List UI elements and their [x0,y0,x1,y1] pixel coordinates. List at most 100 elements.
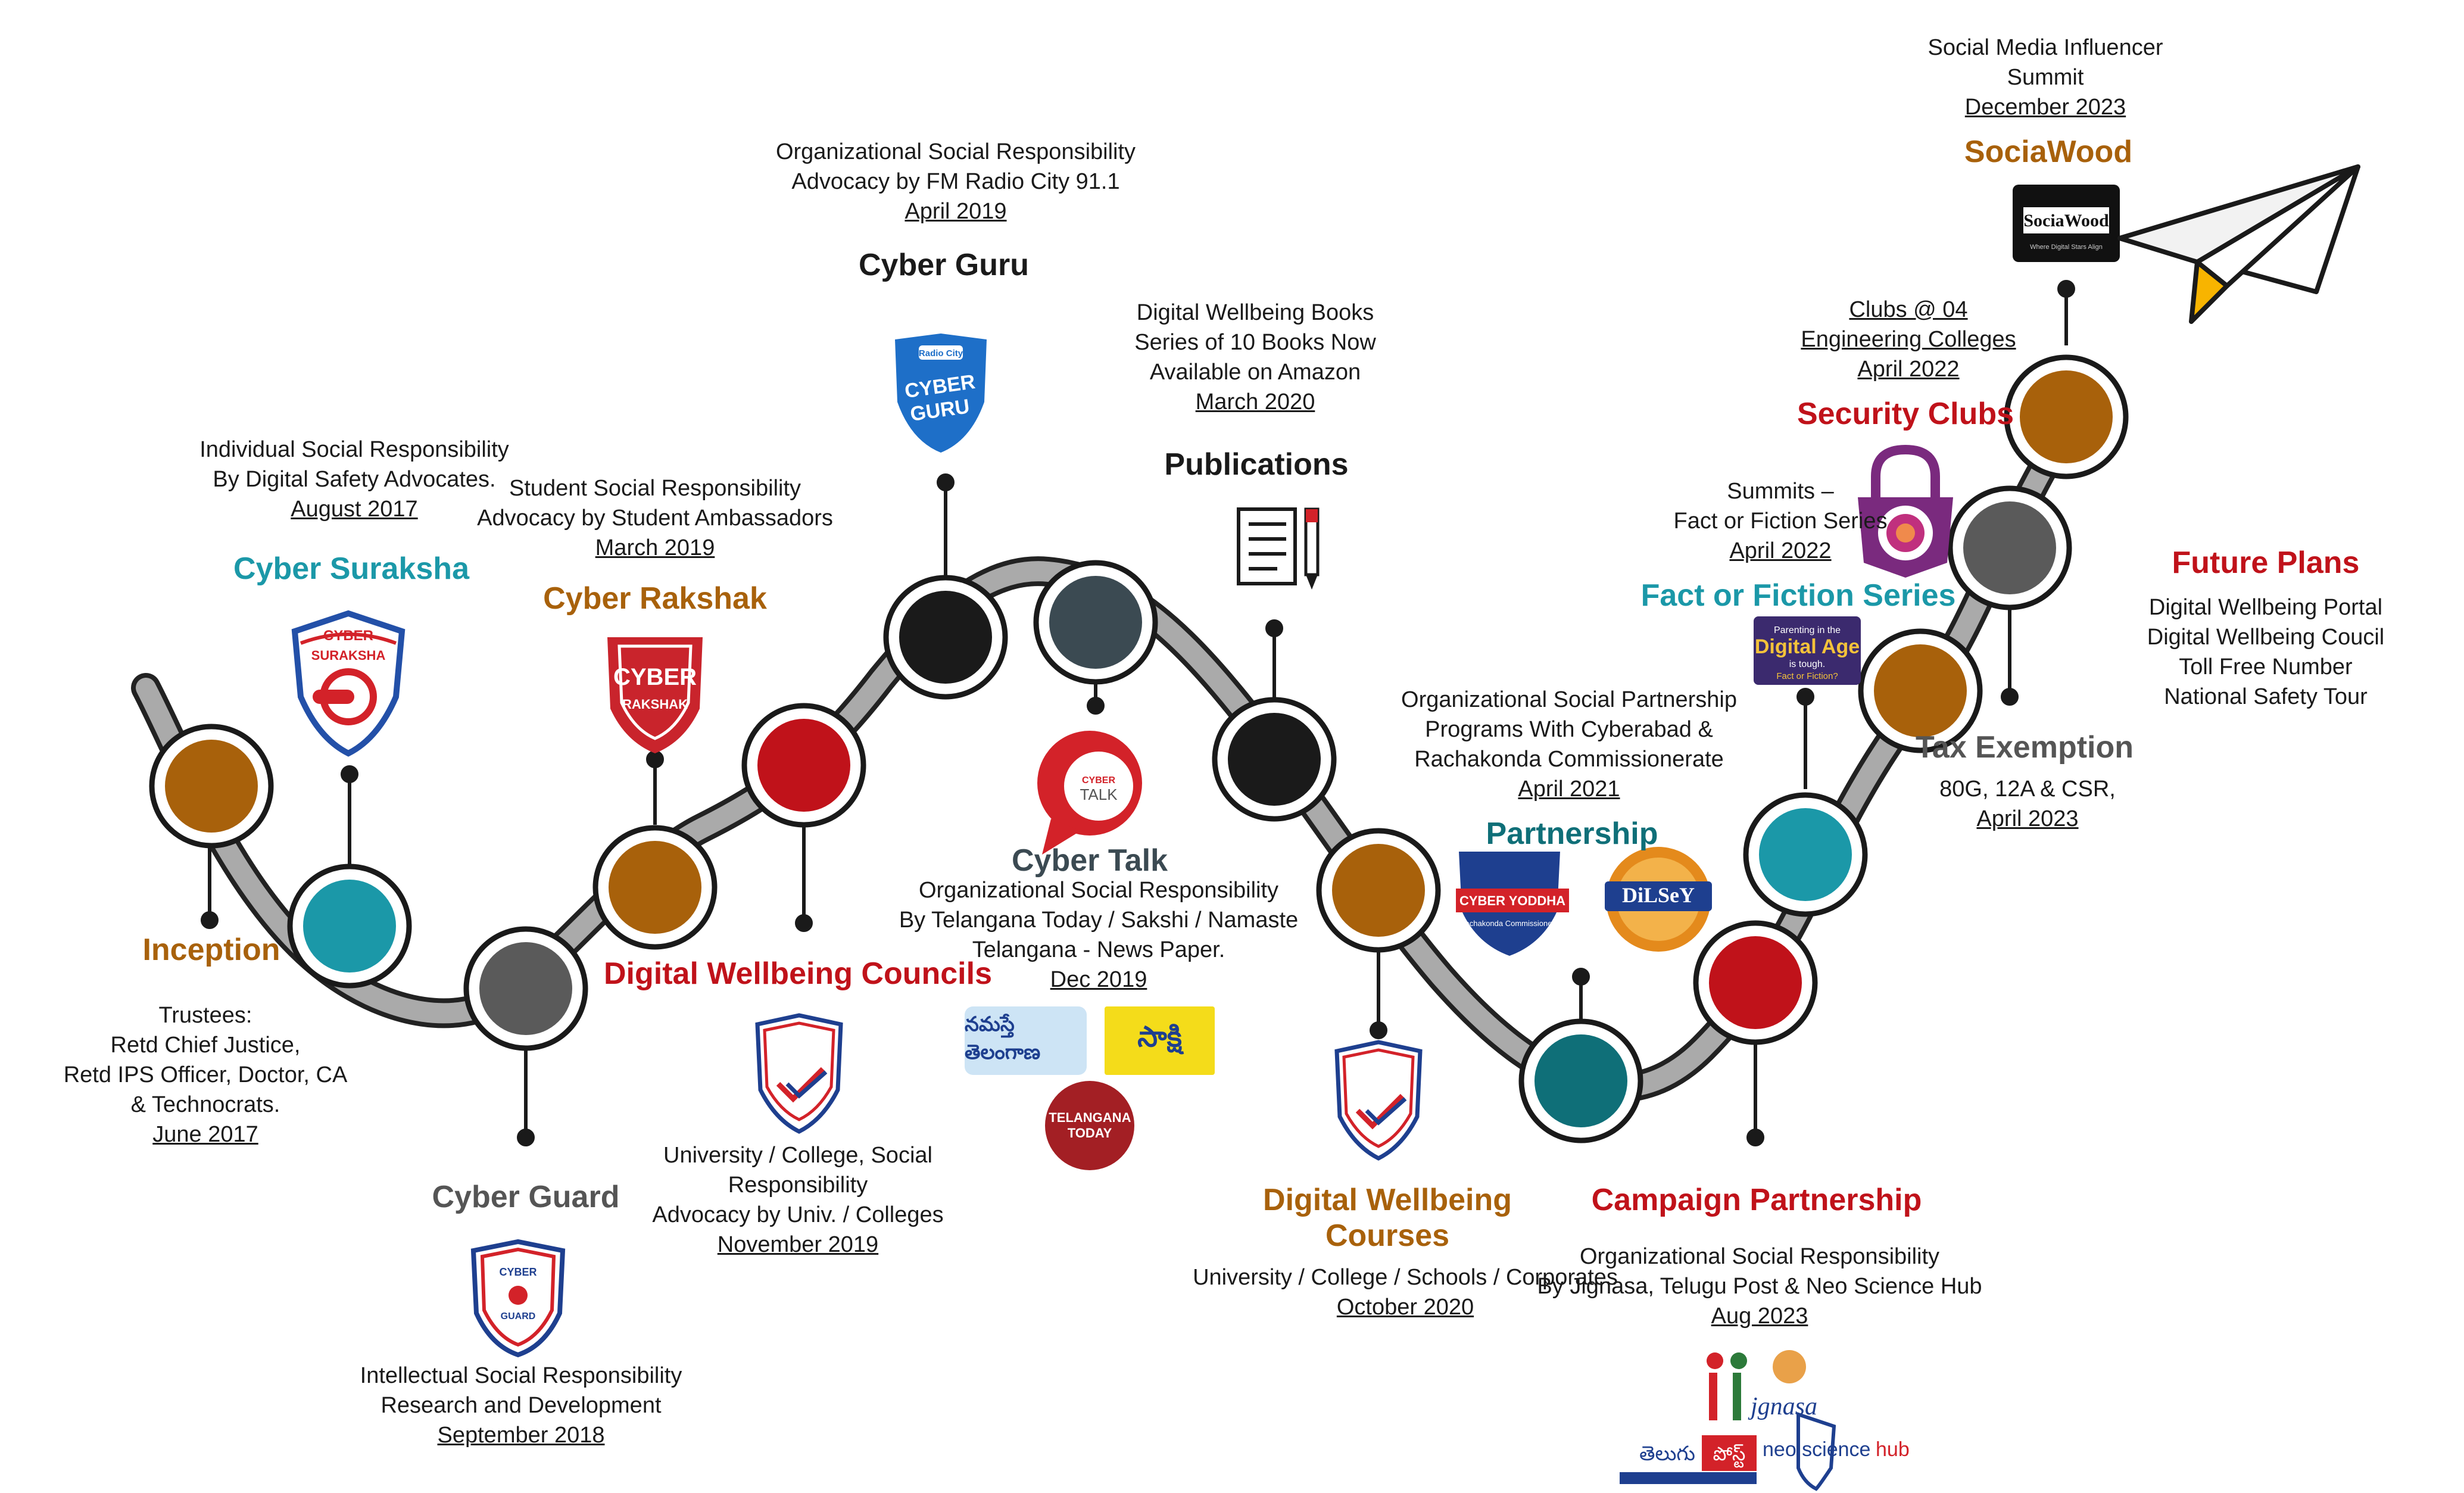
svg-text:CYBER YODDHA: CYBER YODDHA [1459,893,1565,908]
campaign-partnership-title: Campaign Partnership [1591,1183,1922,1217]
dw-council-logo [755,1013,843,1134]
dw-courses-logo [1334,1040,1423,1161]
svg-text:CYBER: CYBER [499,1266,537,1278]
security-clubs-title: Security Clubs [1796,397,2014,431]
inception-title: Inception [142,933,280,967]
publications-text: Digital Wellbeing Books Series of 10 Boo… [1134,298,1376,417]
cyber-yoddha-logo: CYBER YODDHA Rachakonda Commissionerate [1456,852,1569,956]
dilsey-logo: DiLSeY [1605,847,1712,952]
svg-text:తెలుగు: తెలుగు [1639,1442,1695,1466]
dw-courses-text: University / College / Schools / Corpora… [1193,1263,1618,1322]
node-tax-exemption [1947,485,2072,610]
fact-or-fiction-logo: Parenting in the Digital Age is tough. F… [1754,616,1861,685]
sociawood-title: SociaWood [1964,135,2133,169]
cyber-talk-date: Dec 2019 [1050,967,1147,992]
tax-exemption-date: April 2023 [1976,806,2079,831]
connector-dw-councils [795,822,813,932]
cyber-talk-text: Organizational Social Responsibility By … [899,875,1298,995]
svg-text:is tough.: is tough. [1789,659,1825,669]
node-cyber-rakshak [592,825,718,950]
connector-publications [1265,619,1283,709]
node-digital-wellbeing-courses [1316,828,1441,953]
campaign-partnership-text: Organizational Social Responsibility By … [1537,1242,1982,1331]
cyber-suraksha-text: Individual Social Responsibility By Digi… [199,435,509,524]
publications-date: March 2020 [1195,389,1315,414]
svg-text:Where Digital Stars Align: Where Digital Stars Align [2030,244,2103,251]
connector-cyber-guru [937,473,955,581]
dw-courses-title: Digital Wellbeing Courses [1263,1183,1512,1253]
cyber-talk-title: Cyber Talk [1011,843,1168,878]
telangana-today-logo: TELANGANA TODAY [1045,1081,1134,1170]
svg-text:Digital Age: Digital Age [1755,635,1860,658]
telugu-post-logo: తెలుగు పోస్ట్ [1620,1429,1757,1486]
tax-exemption-title: Tax Exemption [1915,730,2134,765]
node-cyber-guard [463,926,588,1051]
svg-text:Fact or Fiction?: Fact or Fiction? [1776,671,1838,681]
inception-date: June 2017 [152,1122,258,1147]
connector-sociawood [2057,280,2075,345]
cyber-guard-text: Intellectual Social Responsibility Resea… [360,1361,682,1450]
fact-or-fiction-title: Fact or Fiction Series [1640,578,1956,613]
namaste-telangana-logo: నమస్తే తెలంగాణ [965,1006,1087,1075]
security-clubs-logo [1858,444,1953,578]
neo-science-hub-logo: neo science hub [1763,1411,1910,1491]
svg-text:hub: hub [1876,1438,1910,1461]
fact-or-fiction-date: April 2022 [1729,538,1832,563]
cyber-rakshak-logo: CYBER RAKSHAK [607,637,703,753]
cyber-guru-text: Organizational Social Responsibility Adv… [776,137,1136,226]
svg-text:పోస్ట్: పోస్ట్ [1713,1442,1746,1468]
cyber-rakshak-title: Cyber Rakshak [543,581,767,616]
publications-icon [1237,507,1320,590]
dw-councils-title: Digital Wellbeing Councils [604,956,992,991]
node-cyber-guru [883,575,1008,700]
logo-text-suraksha: SURAKSHA [311,648,386,663]
campaign-partnership-date: Aug 2023 [1711,1304,1808,1329]
node-cyber-talk [1033,560,1158,685]
logo-text-cyber: CYBER [323,628,373,644]
paper-plane-icon [2117,164,2360,324]
cyber-suraksha-date: August 2017 [291,497,418,522]
milestone-nodes [149,354,2129,1143]
svg-text:Radio City: Radio City [919,348,963,359]
connector-dw-courses [1370,935,1387,1039]
svg-text:RAKSHAK: RAKSHAK [622,697,688,712]
svg-text:Rachakonda Commissionerate: Rachakonda Commissionerate [1459,919,1565,928]
svg-text:neo science: neo science [1763,1438,1870,1461]
svg-text:TALK: TALK [1080,786,1118,803]
svg-text:CYBER: CYBER [1082,775,1115,786]
node-fact-or-fiction [1743,792,1868,917]
tax-exemption-text: 80G, 12A & CSR, April 2023 [1939,774,2116,834]
cyber-suraksha-title: Cyber Suraksha [233,551,469,586]
connector-tax [2001,596,2019,706]
dw-councils-date: November 2019 [717,1232,879,1257]
svg-text:DiLSeY: DiLSeY [1622,883,1695,907]
node-publications [1212,697,1337,822]
node-campaign-partnership [1693,920,1818,1045]
security-clubs-text: Clubs @ 04 Engineering Colleges April 20… [1801,295,2016,384]
cyber-guru-date: April 2019 [904,199,1007,224]
node-security-clubs [1858,628,1983,753]
cyber-guard-logo: CYBER GUARD [470,1239,566,1358]
cyber-guard-date: September 2018 [437,1423,605,1448]
sociawood-text: Social Media Influencer Summit December … [1928,33,2163,122]
sakshi-logo: సాక్షి [1105,1006,1215,1075]
node-partnership [1518,1018,1643,1143]
connector-cyber-suraksha [341,765,358,866]
connector-campaign [1746,1030,1764,1146]
svg-text:Parenting in the: Parenting in the [1774,625,1841,635]
fact-or-fiction-text: Summits – Fact or Fiction Series April 2… [1674,476,1888,566]
partnership-date: April 2021 [1518,777,1620,802]
dw-courses-date: October 2020 [1336,1295,1474,1320]
cyber-talk-logo: CYBER TALK [1037,731,1142,855]
cyber-guard-title: Cyber Guard [432,1180,620,1214]
connector-fact-fiction [1796,688,1814,789]
inception-text: Trustees: Retd Chief Justice, Retd IPS O… [64,1000,348,1149]
svg-text:GUARD: GUARD [501,1311,536,1321]
sociawood-logo: SociaWood Where Digital Stars Align [2013,185,2120,262]
partnership-text: Organizational Social Partnership Progra… [1401,685,1737,804]
cyber-rakshak-date: March 2019 [595,535,715,560]
cyber-guru-title: Cyber Guru [858,248,1030,282]
jignasa-logo: jgnasa [1707,1350,1817,1420]
